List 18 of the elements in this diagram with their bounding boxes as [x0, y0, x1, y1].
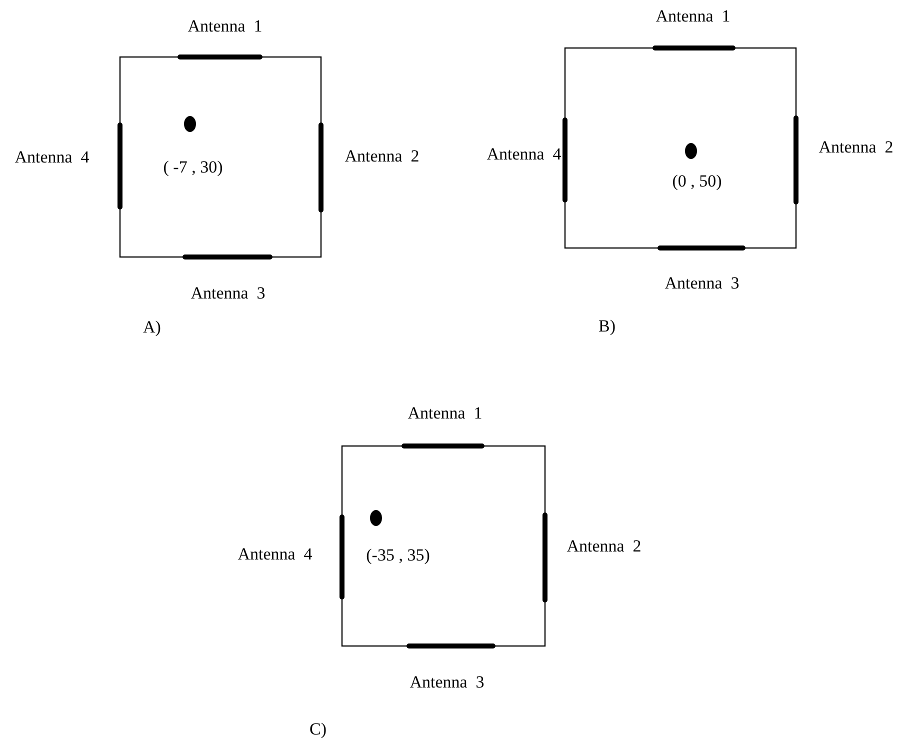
coordinate-label: (-35 , 35) — [366, 546, 430, 566]
coordinate-label: ( -7 , 30) — [163, 158, 223, 178]
antenna-label: Antenna 2 — [344, 148, 420, 166]
coordinate-label: (0 , 50) — [672, 172, 722, 192]
antenna-label: Antenna 3 — [410, 674, 484, 692]
antenna-label: Antenna 4 — [238, 546, 312, 564]
panel-label: C) — [310, 720, 326, 740]
panel-label: B) — [598, 318, 616, 336]
antenna-label: Antenna 4 — [14, 148, 90, 168]
antenna-label: Antenna 2 — [818, 138, 894, 158]
antenna-label: Antenna 3 — [190, 284, 266, 304]
antenna-label: Antenna 1 — [188, 18, 262, 36]
panel-label: A) — [143, 318, 161, 338]
antenna-label: Antenna 4 — [486, 146, 562, 164]
antenna-label: Antenna 1 — [408, 404, 482, 424]
antenna-label: Antenna 1 — [656, 8, 730, 26]
antenna-label: Antenna 3 — [664, 274, 740, 294]
antenna-label: Antenna 2 — [566, 538, 642, 556]
